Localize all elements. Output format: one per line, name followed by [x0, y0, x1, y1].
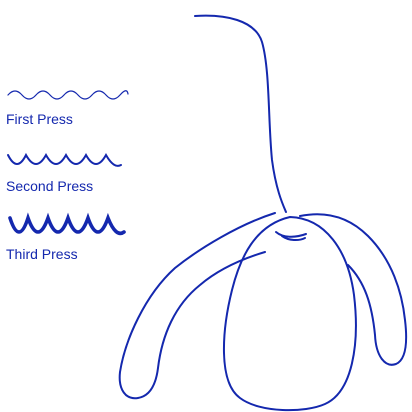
thin-wave-icon	[6, 88, 130, 100]
press-option-second[interactable]: Second Press	[6, 151, 146, 194]
press-option-first[interactable]: First Press	[6, 88, 146, 127]
body-outline	[224, 217, 356, 410]
cord-line	[195, 16, 286, 212]
press-label-second: Second Press	[6, 178, 146, 194]
press-option-third[interactable]: Third Press	[6, 212, 146, 262]
press-label-third: Third Press	[6, 246, 146, 262]
medium-wave-icon	[6, 151, 130, 171]
press-label-first: First Press	[6, 111, 146, 127]
thick-wave-icon	[6, 212, 130, 240]
button-notch	[276, 232, 306, 237]
